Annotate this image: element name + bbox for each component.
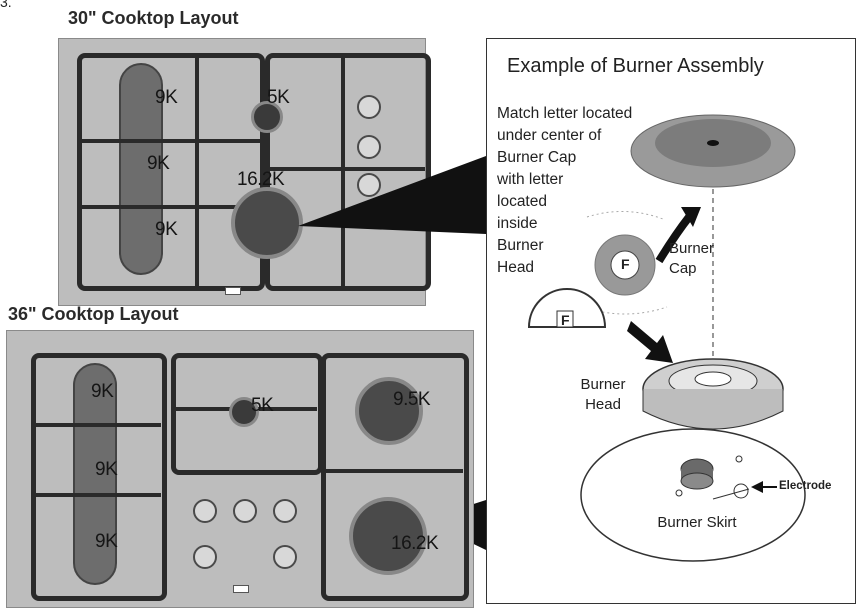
instruction-line: inside bbox=[497, 215, 538, 232]
burner-label-36-9k-bottom: 9K bbox=[95, 531, 118, 552]
cap-letter: F bbox=[621, 256, 630, 272]
grate-bar bbox=[341, 53, 345, 289]
head-top-view bbox=[527, 288, 607, 328]
control-knob bbox=[357, 95, 381, 119]
control-knob bbox=[273, 499, 297, 523]
burner-16k bbox=[349, 497, 427, 575]
cooktop-36-right-grate bbox=[321, 353, 469, 601]
burner-5k bbox=[251, 101, 283, 133]
panel-title: Example of Burner Assembly bbox=[507, 55, 764, 77]
burner-skirt-image bbox=[580, 428, 806, 562]
control-knob bbox=[273, 545, 297, 569]
burner-cap-label-line: Cap bbox=[669, 260, 697, 277]
section-number: 3. bbox=[0, 0, 12, 10]
cooktop-36-center-grate bbox=[171, 353, 323, 475]
oval-bridge-burner bbox=[73, 363, 117, 585]
burner-label-30-9k-mid: 9K bbox=[147, 153, 170, 174]
layout-30-title: 30" Cooktop Layout bbox=[68, 8, 239, 28]
burner-assembly-panel: Example of Burner Assembly Match letter … bbox=[486, 38, 856, 604]
burner-label-30-9k-bottom: 9K bbox=[155, 219, 178, 240]
grate-bar bbox=[265, 167, 425, 171]
burner-head-label: Burner Head bbox=[573, 375, 633, 415]
grate-bar bbox=[31, 423, 161, 427]
instruction-line: Match letter located bbox=[497, 105, 633, 122]
burner-label-36-16k: 16.2K bbox=[391, 533, 439, 554]
burner-cap-label-line: Burner bbox=[669, 240, 715, 257]
arrow-to-cap bbox=[655, 214, 693, 264]
burner-skirt-label: Burner Skirt bbox=[657, 514, 737, 531]
instruction-line: with letter bbox=[497, 171, 564, 188]
control-knob bbox=[193, 545, 217, 569]
control-knob bbox=[233, 499, 257, 523]
burner-head-label-line: Burner bbox=[580, 376, 626, 393]
burner-label-30-5k: 5K bbox=[267, 87, 290, 108]
burner-9-5k bbox=[355, 377, 423, 445]
burner-16k bbox=[231, 187, 303, 259]
control-knob bbox=[357, 135, 381, 159]
control-knob bbox=[193, 499, 217, 523]
cooktop-30-right-grate bbox=[265, 53, 431, 291]
cooktop-36: 9K 5K 9.5K 9K 9K 16.2K bbox=[6, 330, 474, 608]
oval-bridge-burner bbox=[119, 63, 163, 275]
grate-bar bbox=[321, 469, 463, 473]
burner-cap-label: Burner Cap bbox=[669, 239, 729, 279]
burner-label-36-9k-mid: 9K bbox=[95, 459, 118, 480]
cooktop-30-left-grate bbox=[77, 53, 265, 291]
instruction-line: Head bbox=[497, 259, 535, 276]
instruction-line: located bbox=[497, 193, 547, 210]
grate-bar bbox=[31, 493, 161, 497]
assembly-illustration bbox=[527, 114, 806, 562]
grate-bar bbox=[77, 139, 265, 143]
burner-label-36-9-5k: 9.5K bbox=[393, 389, 431, 410]
burner-label-30-9k-top: 9K bbox=[155, 87, 178, 108]
cooktop-36-left-grate bbox=[31, 353, 167, 601]
instruction-line: under center of bbox=[497, 127, 602, 144]
layout-36-title: 36" Cooktop Layout bbox=[8, 304, 179, 324]
electrode-label: Electrode bbox=[779, 480, 832, 492]
brand-badge bbox=[225, 287, 241, 295]
instruction-line: Burner Cap bbox=[497, 149, 577, 166]
instruction-text: Match letter located under center of Bur… bbox=[497, 103, 657, 279]
grate-bar bbox=[195, 53, 199, 289]
head-letter: F bbox=[561, 312, 570, 328]
control-knob bbox=[357, 173, 381, 197]
burner-head-label-line: Head bbox=[585, 396, 621, 413]
instruction-line: Burner bbox=[497, 237, 544, 254]
grate-bar bbox=[77, 205, 265, 209]
burner-label-30-16k: 16.2K bbox=[237, 169, 285, 190]
burner-label-36-5k: 5K bbox=[251, 395, 274, 416]
burner-label-36-9k-top: 9K bbox=[91, 381, 114, 402]
brand-badge bbox=[233, 585, 249, 593]
cooktop-30: 9K 5K 9K 16.2K 9K bbox=[58, 38, 431, 306]
burner-5k bbox=[229, 397, 259, 427]
